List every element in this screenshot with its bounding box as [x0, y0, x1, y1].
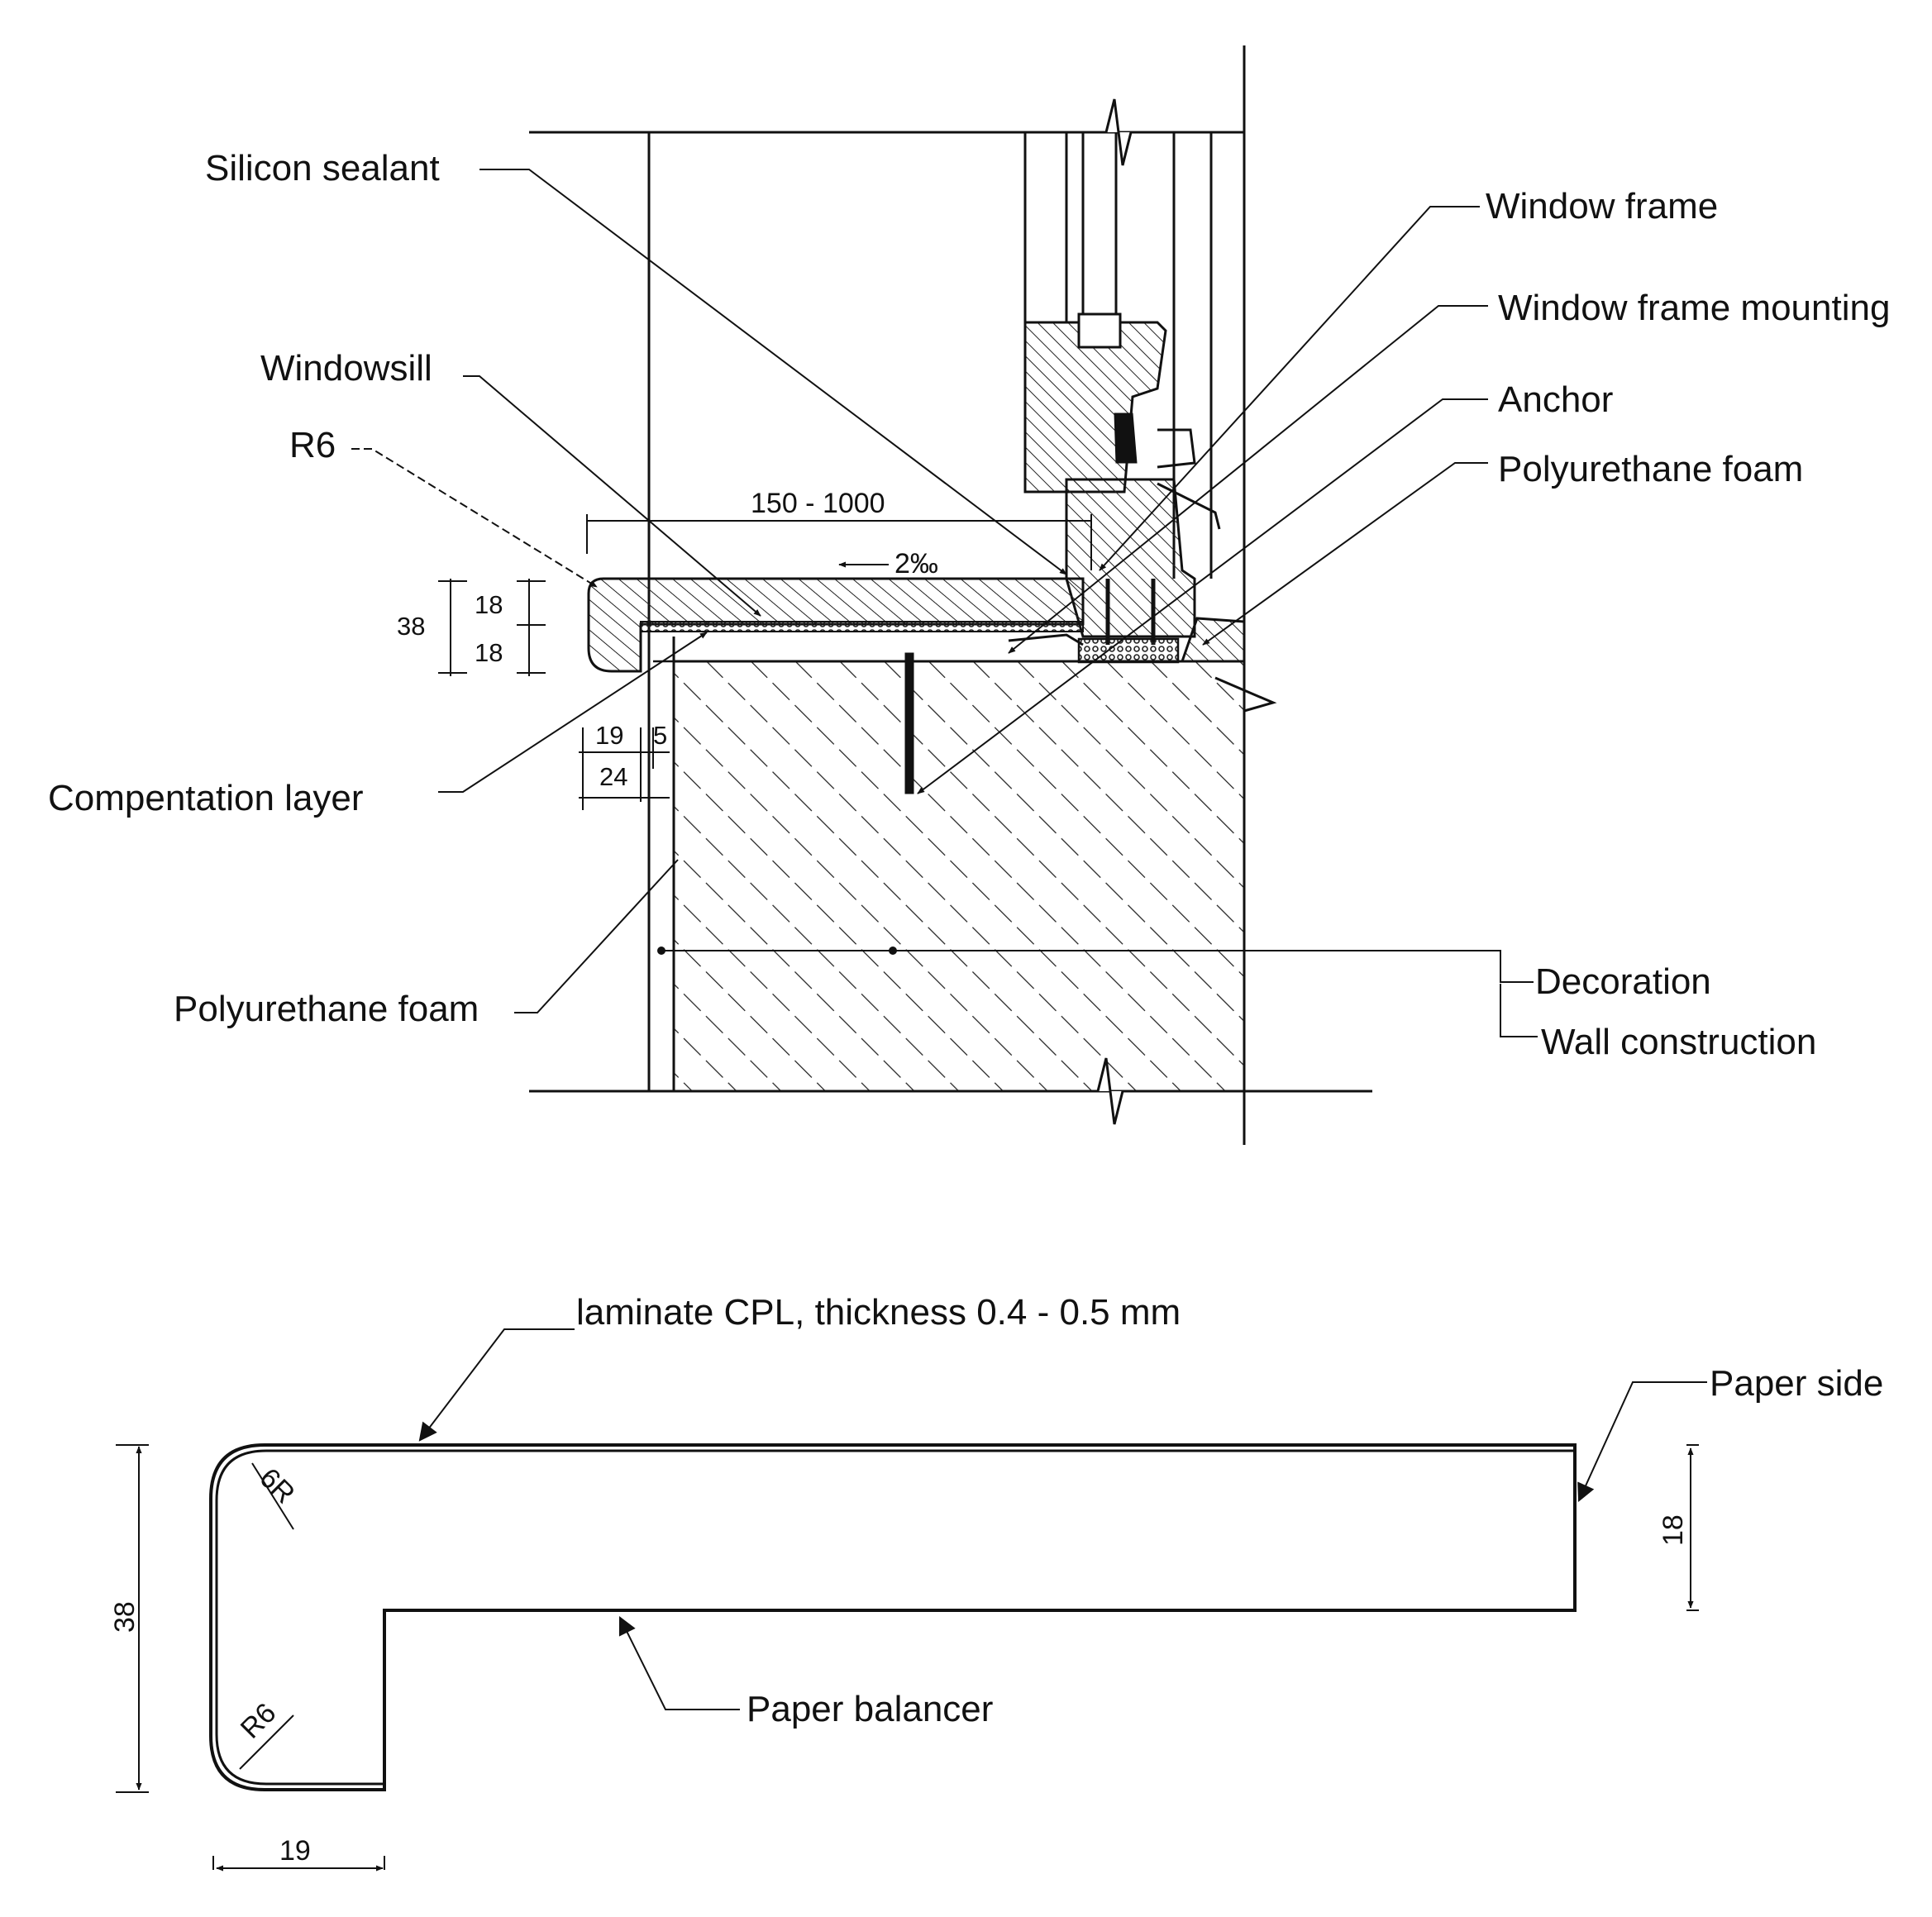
section-drawing: [529, 45, 1372, 1145]
laminate-layer: [215, 1449, 1575, 1786]
dim-gap: 5: [653, 721, 667, 750]
label-polyurethane-foam-left: Polyurethane foam: [174, 989, 479, 1029]
label-paper-side: Paper side: [1710, 1363, 1883, 1404]
wall-construction: [672, 660, 1246, 1093]
dim-profile-height: 38: [109, 1601, 141, 1633]
label-decoration: Decoration: [1535, 961, 1711, 1002]
label-windowsill: Windowsill: [260, 348, 432, 389]
profile-drawing: [116, 1328, 1707, 1872]
dim-total-thickness: 38: [397, 612, 425, 641]
label-silicon-sealant: Silicon sealant: [205, 148, 440, 188]
label-laminate: laminate CPL, thickness 0.4 - 0.5 mm: [576, 1292, 1181, 1333]
label-compensation-layer: Compentation layer: [48, 778, 364, 818]
compensation-layer: [640, 621, 1084, 632]
label-paper-balancer: Paper balancer: [747, 1689, 993, 1729]
polyurethane-foam-frame: [1077, 637, 1180, 664]
section-leaders: [351, 169, 1538, 1037]
dim-lip-width: 19: [595, 721, 623, 750]
window-frame: [1065, 478, 1196, 638]
dim-profile-radius-bottom: R6: [235, 1697, 283, 1745]
label-anchor: Anchor: [1498, 379, 1613, 420]
dim-top-thickness: 18: [475, 590, 503, 619]
anchor-element: [904, 652, 914, 794]
dim-profile-board-thickness: 18: [1658, 1514, 1689, 1546]
label-window-frame-mounting: Window frame mounting: [1498, 288, 1890, 328]
dim-profile-lip-width: 19: [279, 1835, 311, 1867]
dim-bottom-thickness: 18: [475, 638, 503, 667]
windowsill-profile: [209, 1443, 1577, 1791]
dim-width-range: 150 - 1000: [751, 488, 885, 519]
profile-label-group: laminate CPL, thickness 0.4 - 0.5 mm Pap…: [109, 1292, 1883, 1867]
section-dimension-lines: [438, 514, 1092, 810]
label-wall-construction: Wall construction: [1541, 1022, 1816, 1062]
window-sash: [1023, 321, 1167, 494]
dim-profile-radius-top: 6R: [253, 1462, 301, 1510]
dim-slope: 2‰: [894, 548, 938, 579]
label-polyurethane-foam-right: Polyurethane foam: [1498, 449, 1803, 489]
dim-overhang: 24: [599, 762, 627, 791]
section-label-group: Silicon sealant Window frame Window fram…: [48, 148, 1890, 1062]
label-window-frame: Window frame: [1486, 186, 1718, 227]
label-r6: R6: [289, 425, 336, 465]
